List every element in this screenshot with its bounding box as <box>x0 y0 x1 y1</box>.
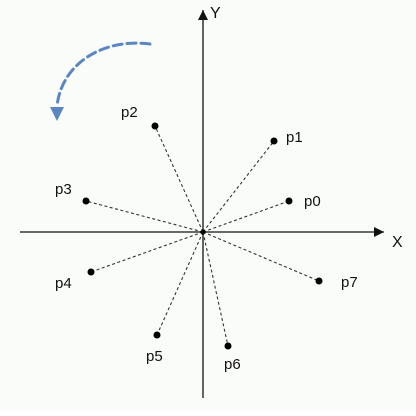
point-p2 <box>151 122 159 130</box>
point-p1 <box>270 137 278 145</box>
ray-p6 <box>202 231 229 347</box>
point-p7 <box>315 277 323 285</box>
point-p3 <box>82 197 90 205</box>
label-p0: p0 <box>304 193 321 210</box>
origin-point <box>200 229 206 235</box>
ray-p7 <box>202 231 320 282</box>
label-p4: p4 <box>55 275 72 292</box>
y-axis-label: Y <box>210 5 221 22</box>
label-p5: p5 <box>146 348 163 365</box>
point-p5 <box>153 331 161 339</box>
ray-p2 <box>154 125 204 233</box>
x-axis-arrowhead <box>374 227 384 237</box>
label-p7: p7 <box>341 274 358 291</box>
ray-p1 <box>202 140 275 233</box>
ray-p0 <box>202 200 290 233</box>
ray-p3 <box>85 200 204 233</box>
point-p4 <box>87 268 95 276</box>
x-axis-label: X <box>392 234 403 251</box>
rotation-arrowhead-icon <box>50 107 64 121</box>
point-p0 <box>285 197 293 205</box>
label-p2: p2 <box>121 104 138 121</box>
label-p6: p6 <box>224 356 241 373</box>
ray-p4 <box>90 231 204 273</box>
ray-p5 <box>156 231 204 336</box>
label-p3: p3 <box>55 181 72 198</box>
point-p6 <box>224 342 232 350</box>
label-p1: p1 <box>286 129 303 146</box>
rotation-arrow <box>55 41 152 108</box>
y-axis-arrowhead <box>198 10 208 20</box>
